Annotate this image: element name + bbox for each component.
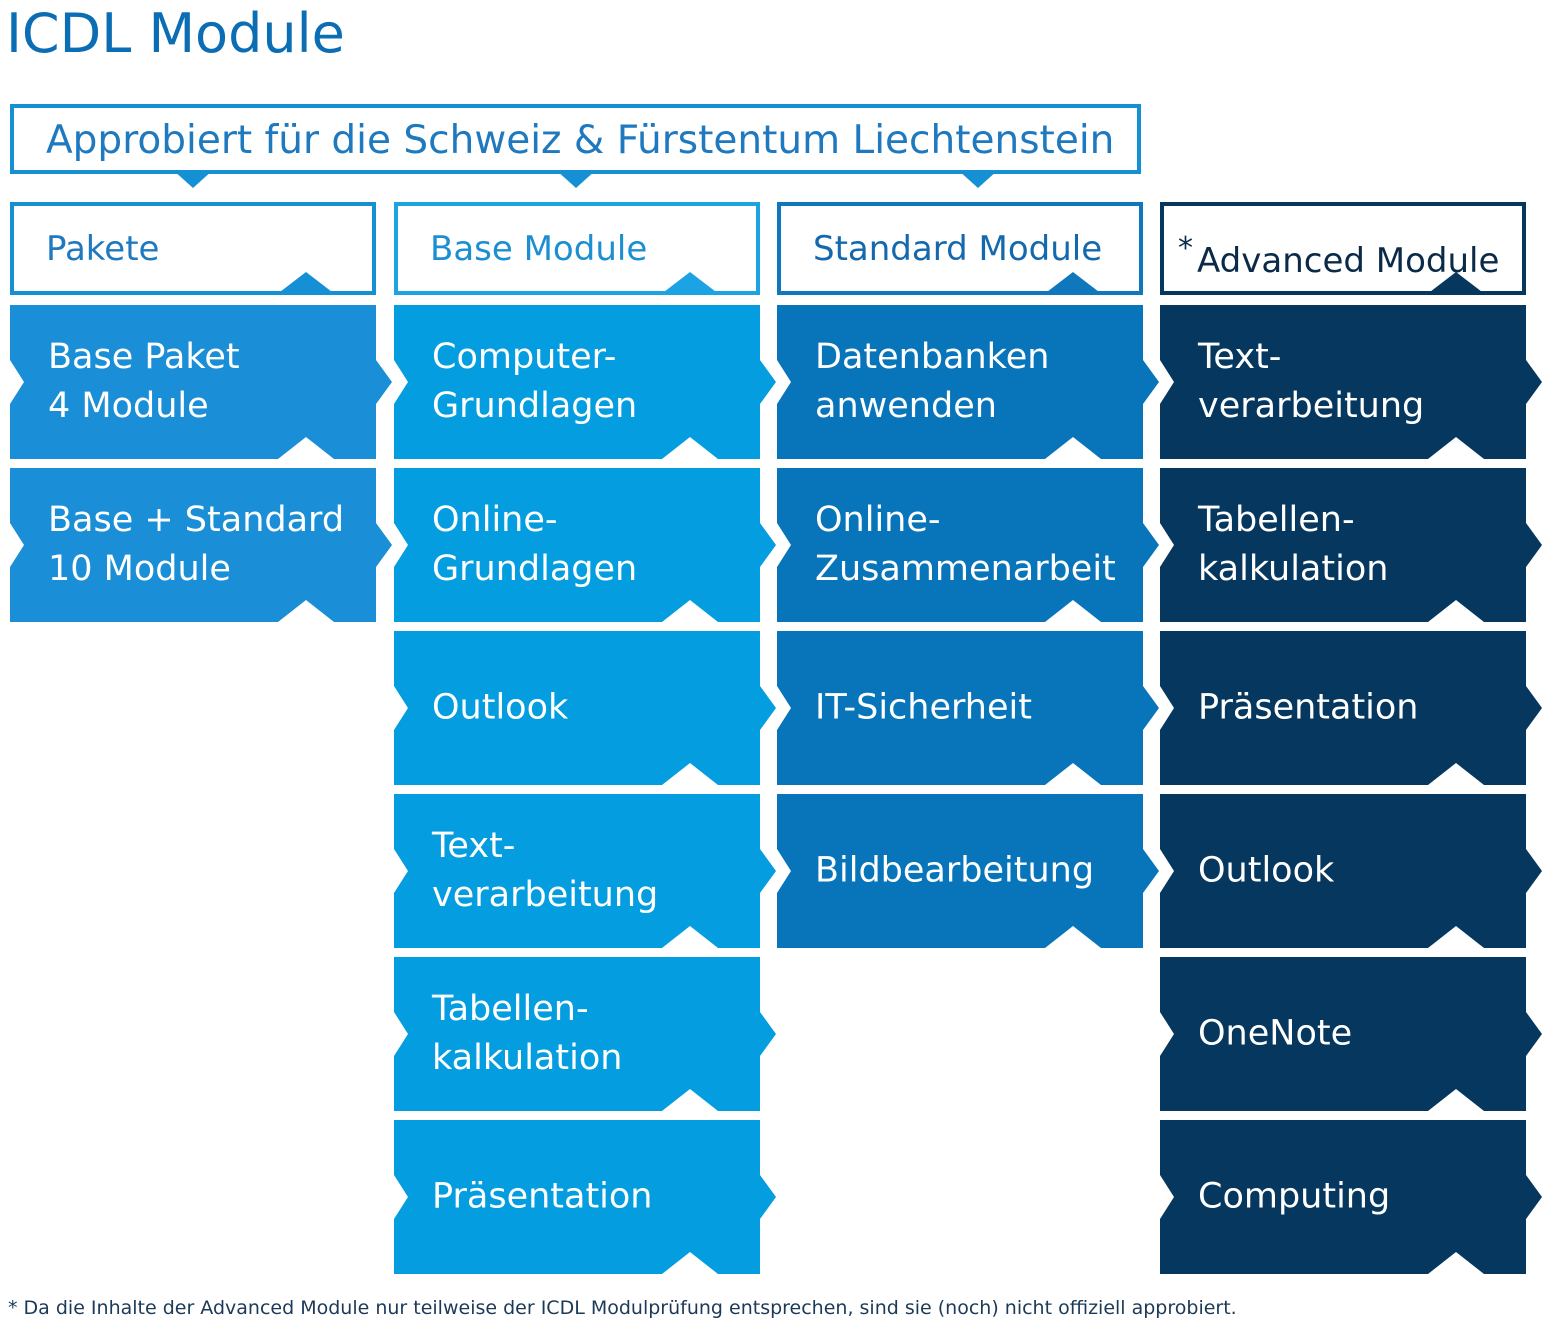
- column-header-text: Standard Module: [813, 229, 1103, 269]
- column-header-1: Base Module: [394, 202, 760, 295]
- banner-pointer: [173, 170, 213, 188]
- column-header-3: *Advanced Module: [1160, 202, 1526, 295]
- module-tile-label: Outlook: [432, 687, 569, 728]
- module-tile-label: Bildbearbeitung: [815, 850, 1095, 891]
- header-notch: [660, 272, 720, 295]
- module-tile-label: IT-Sicherheit: [815, 687, 1032, 728]
- module-tile: Outlook: [1160, 794, 1542, 948]
- module-tile: Base Paket 4 Module: [10, 305, 392, 459]
- approval-banner-text: Approbiert für die Schweiz & Fürstentum …: [46, 118, 1115, 163]
- column-header-2: Standard Module: [777, 202, 1143, 295]
- column-header-text: Base Module: [430, 229, 648, 269]
- module-tile-label: Tabellen- kalkulation: [432, 989, 623, 1078]
- banner-pointer: [958, 170, 998, 188]
- module-tile-label: Präsentation: [432, 1176, 653, 1217]
- module-tile-label: Tabellen- kalkulation: [1198, 500, 1389, 589]
- module-tile: Präsentation: [1160, 631, 1542, 785]
- module-tile-label: Online- Grundlagen: [432, 500, 638, 589]
- banner-pointer: [556, 170, 596, 188]
- page-title: ICDL Module: [6, 2, 345, 65]
- module-tile-label: Text- verarbeitung: [1198, 337, 1425, 426]
- module-tile-label: Text- verarbeitung: [432, 826, 659, 915]
- module-tile: Computing: [1160, 1120, 1542, 1274]
- module-tile: Bildbearbeitung: [777, 794, 1159, 948]
- column-header-label: Pakete: [46, 228, 159, 270]
- module-tile: Text- verarbeitung: [1160, 305, 1542, 459]
- asterisk-mark: *: [1178, 231, 1193, 266]
- module-tile: Tabellen- kalkulation: [1160, 468, 1542, 622]
- module-tile-label: Base + Standard 10 Module: [48, 500, 345, 589]
- module-tile-label: Computer- Grundlagen: [432, 337, 638, 426]
- column-header-text: Pakete: [46, 229, 160, 269]
- module-tile: Online- Grundlagen: [394, 468, 776, 622]
- column-header-label: *Advanced Module: [1178, 228, 1499, 282]
- header-notch: [276, 272, 336, 295]
- column-header-label: Base Module: [430, 228, 647, 270]
- module-tile-label: Präsentation: [1198, 687, 1419, 728]
- module-tile: OneNote: [1160, 957, 1542, 1111]
- module-tile-label: Outlook: [1198, 850, 1335, 891]
- module-tile: Datenbanken anwenden: [777, 305, 1159, 459]
- module-tile: Online- Zusammenarbeit: [777, 468, 1159, 622]
- column-header-0: Pakete: [10, 202, 376, 295]
- module-tile: IT-Sicherheit: [777, 631, 1159, 785]
- module-tile-label: Base Paket 4 Module: [48, 337, 240, 426]
- module-tile-label: Datenbanken anwenden: [815, 337, 1050, 426]
- module-tile: Tabellen- kalkulation: [394, 957, 776, 1111]
- approval-banner: Approbiert für die Schweiz & Fürstentum …: [10, 104, 1141, 174]
- module-tile: Computer- Grundlagen: [394, 305, 776, 459]
- module-tile-label: Computing: [1198, 1176, 1391, 1217]
- header-notch: [1426, 272, 1486, 295]
- module-tile: Outlook: [394, 631, 776, 785]
- module-tile: Präsentation: [394, 1120, 776, 1274]
- module-tile: Text- verarbeitung: [394, 794, 776, 948]
- module-tile: Base + Standard 10 Module: [10, 468, 392, 622]
- module-tile-label: Online- Zusammenarbeit: [815, 500, 1116, 589]
- column-header-label: Standard Module: [813, 228, 1102, 270]
- column-header-text: Advanced Module: [1197, 241, 1500, 281]
- header-notch: [1043, 272, 1103, 295]
- footnote: * Da die Inhalte der Advanced Module nur…: [8, 1297, 1237, 1319]
- module-tile-label: OneNote: [1198, 1013, 1353, 1054]
